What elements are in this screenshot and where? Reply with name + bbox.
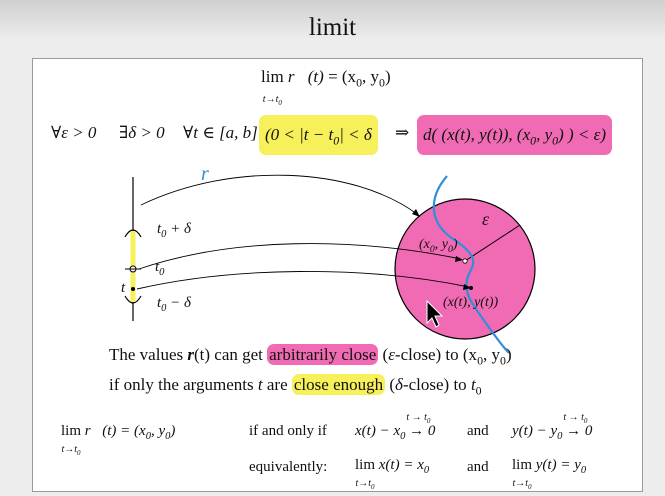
upper-bracket [124, 229, 142, 238]
forall-t: ∀t ∈ [a, b] [183, 123, 258, 142]
center-point [462, 258, 468, 264]
r-mapping-arrow [140, 174, 418, 215]
epsilon-radius [464, 224, 521, 262]
implies-symbol: ⇒ [395, 123, 410, 142]
t-mapping-arrowhead [463, 284, 471, 290]
delta-condition-highlight: (0 < |t − t0| < δ [259, 115, 378, 155]
t0-mapping-arrowhead [455, 256, 463, 262]
and-text-2: and [467, 459, 489, 475]
slide: lim t→t0 r⃗(t) = (x0, y0) ∀ε > 0 ∃δ > 0 … [32, 58, 643, 492]
lim-subscript: t→t0 [262, 94, 282, 107]
r-vector-label: r⃗ [201, 163, 225, 185]
epsilon-condition-highlight: d( (x(t), y(t)), (x0, y0) ) < ε) [417, 115, 612, 155]
sentence-close-enough: if only the arguments t are close enough… [109, 374, 482, 398]
lower-bracket [124, 295, 142, 304]
center-label: (x0, y0) [419, 237, 458, 255]
arbitrarily-close-highlight: arbitrarily close [267, 344, 379, 365]
close-enough-highlight: close enough [291, 374, 386, 395]
mapping-diagram [124, 174, 536, 354]
mouse-cursor-icon [426, 299, 444, 328]
bottom-limit-expression: lim t→t0 r⃗(t) = (x0, y0) [61, 423, 176, 457]
t-mapping-arrow [136, 271, 470, 290]
equivalently-text: equivalently: [249, 459, 328, 475]
r-vector: r⃗ [287, 67, 308, 86]
limit-definition: lim t→t0 r⃗(t) = (x0, y0) [261, 67, 391, 107]
window-title: limit [308, 14, 357, 41]
image-point-label: (x(t), y(t)) [443, 295, 499, 310]
sentence-arbitrarily-close: The values r(t) can get arbitrarily clos… [109, 344, 512, 368]
t0-plus-delta-label: t0 + δ [157, 221, 192, 240]
argument-t: (t) [307, 67, 324, 86]
equals-point: = (x0, y0) [323, 67, 391, 90]
t-label: t [121, 280, 126, 296]
t0-minus-delta-label: t0 − δ [157, 295, 192, 314]
curve-r [432, 175, 510, 354]
lim-y-expression: lim t→t0 y(t) = y0 [512, 457, 587, 491]
forall-epsilon: ∀ε > 0 [51, 123, 97, 142]
t0-mapping-arrow [138, 243, 462, 270]
exists-delta: ∃δ > 0 [119, 123, 165, 142]
and-text-1: and [467, 423, 489, 439]
iff-text: if and only if [249, 423, 327, 439]
t0-label: t0 [155, 259, 165, 278]
lim-word: lim [261, 67, 284, 86]
r-mapping-arrowhead [412, 209, 420, 217]
t-point [131, 287, 135, 291]
epsilon-label: ε [482, 209, 490, 229]
epsilon-disk [394, 198, 536, 340]
lim-x-expression: lim t→t0 x(t) = x0 [355, 457, 430, 491]
